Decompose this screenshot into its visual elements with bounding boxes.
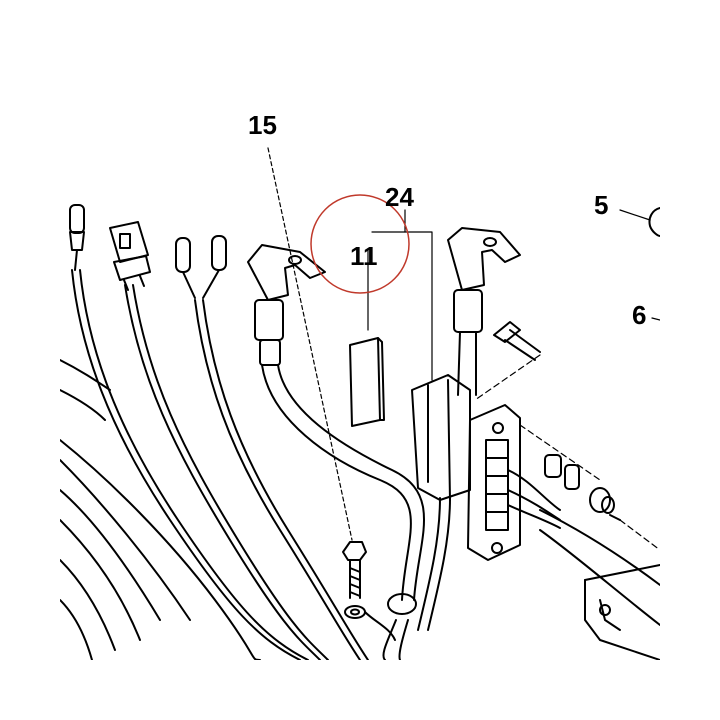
part-5-partial [648, 207, 660, 237]
leader-lines [267, 147, 660, 551]
ground-ring-terminal [382, 593, 417, 660]
module-24 [411, 374, 471, 631]
callout-5: 5 [594, 190, 609, 220]
callout-11: 11 [350, 241, 378, 271]
callout-24: 24 [385, 182, 414, 212]
part-11-pad [349, 337, 385, 427]
bolt-15 [342, 541, 396, 641]
base-plate [584, 564, 660, 660]
connector-bracket [467, 404, 660, 626]
multi-pin-connector [109, 221, 151, 291]
cable-bundle-left [60, 269, 369, 660]
highlight-circle-marker [310, 194, 410, 294]
screw-and-washers [493, 321, 621, 521]
twin-bullet-connectors [175, 235, 227, 299]
callout-15: 15 [248, 110, 277, 140]
terminal-boot-right [447, 227, 521, 396]
callout-6: 6 [632, 300, 647, 330]
terminal-boot-left [247, 244, 425, 601]
plug-connector-1 [69, 204, 85, 271]
